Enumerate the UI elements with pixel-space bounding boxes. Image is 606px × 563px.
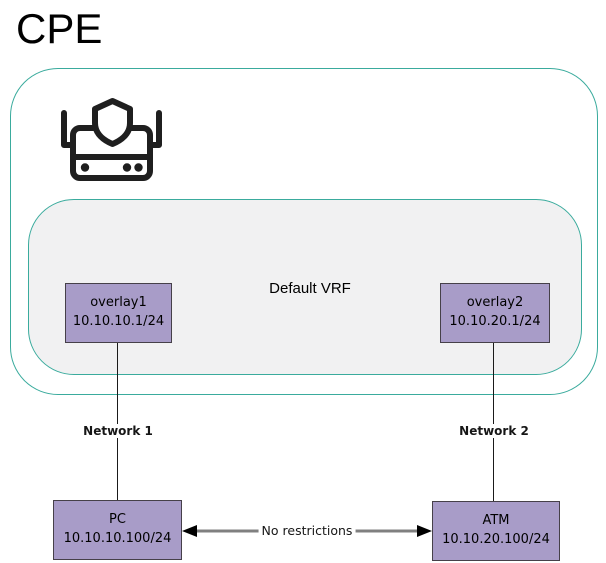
atm-ip: 10.10.20.100/24 bbox=[442, 532, 550, 547]
connection-label: No restrictions bbox=[258, 523, 356, 538]
overlay2-node: overlay2 10.10.20.1/24 bbox=[440, 283, 550, 343]
pc-node: PC 10.10.10.100/24 bbox=[53, 500, 182, 560]
network2-label: Network 2 bbox=[457, 424, 531, 438]
atm-node: ATM 10.10.20.100/24 bbox=[432, 501, 560, 561]
network1-link-line bbox=[117, 343, 118, 500]
network2-link-line bbox=[493, 343, 494, 501]
router-shield-icon bbox=[55, 95, 170, 185]
overlay1-node: overlay1 10.10.10.1/24 bbox=[65, 283, 172, 343]
pc-ip: 10.10.10.100/24 bbox=[63, 531, 172, 546]
overlay2-ip: 10.10.20.1/24 bbox=[449, 314, 541, 329]
overlay1-ip: 10.10.10.1/24 bbox=[72, 314, 165, 329]
pc-name: PC bbox=[109, 512, 126, 528]
overlay2-name: overlay2 bbox=[466, 295, 524, 311]
default-vrf-label: Default VRF bbox=[269, 280, 351, 297]
atm-name: ATM bbox=[482, 513, 510, 529]
overlay1-name: overlay1 bbox=[90, 295, 147, 311]
network1-label: Network 1 bbox=[81, 424, 155, 438]
page-title: CPE bbox=[16, 5, 103, 52]
